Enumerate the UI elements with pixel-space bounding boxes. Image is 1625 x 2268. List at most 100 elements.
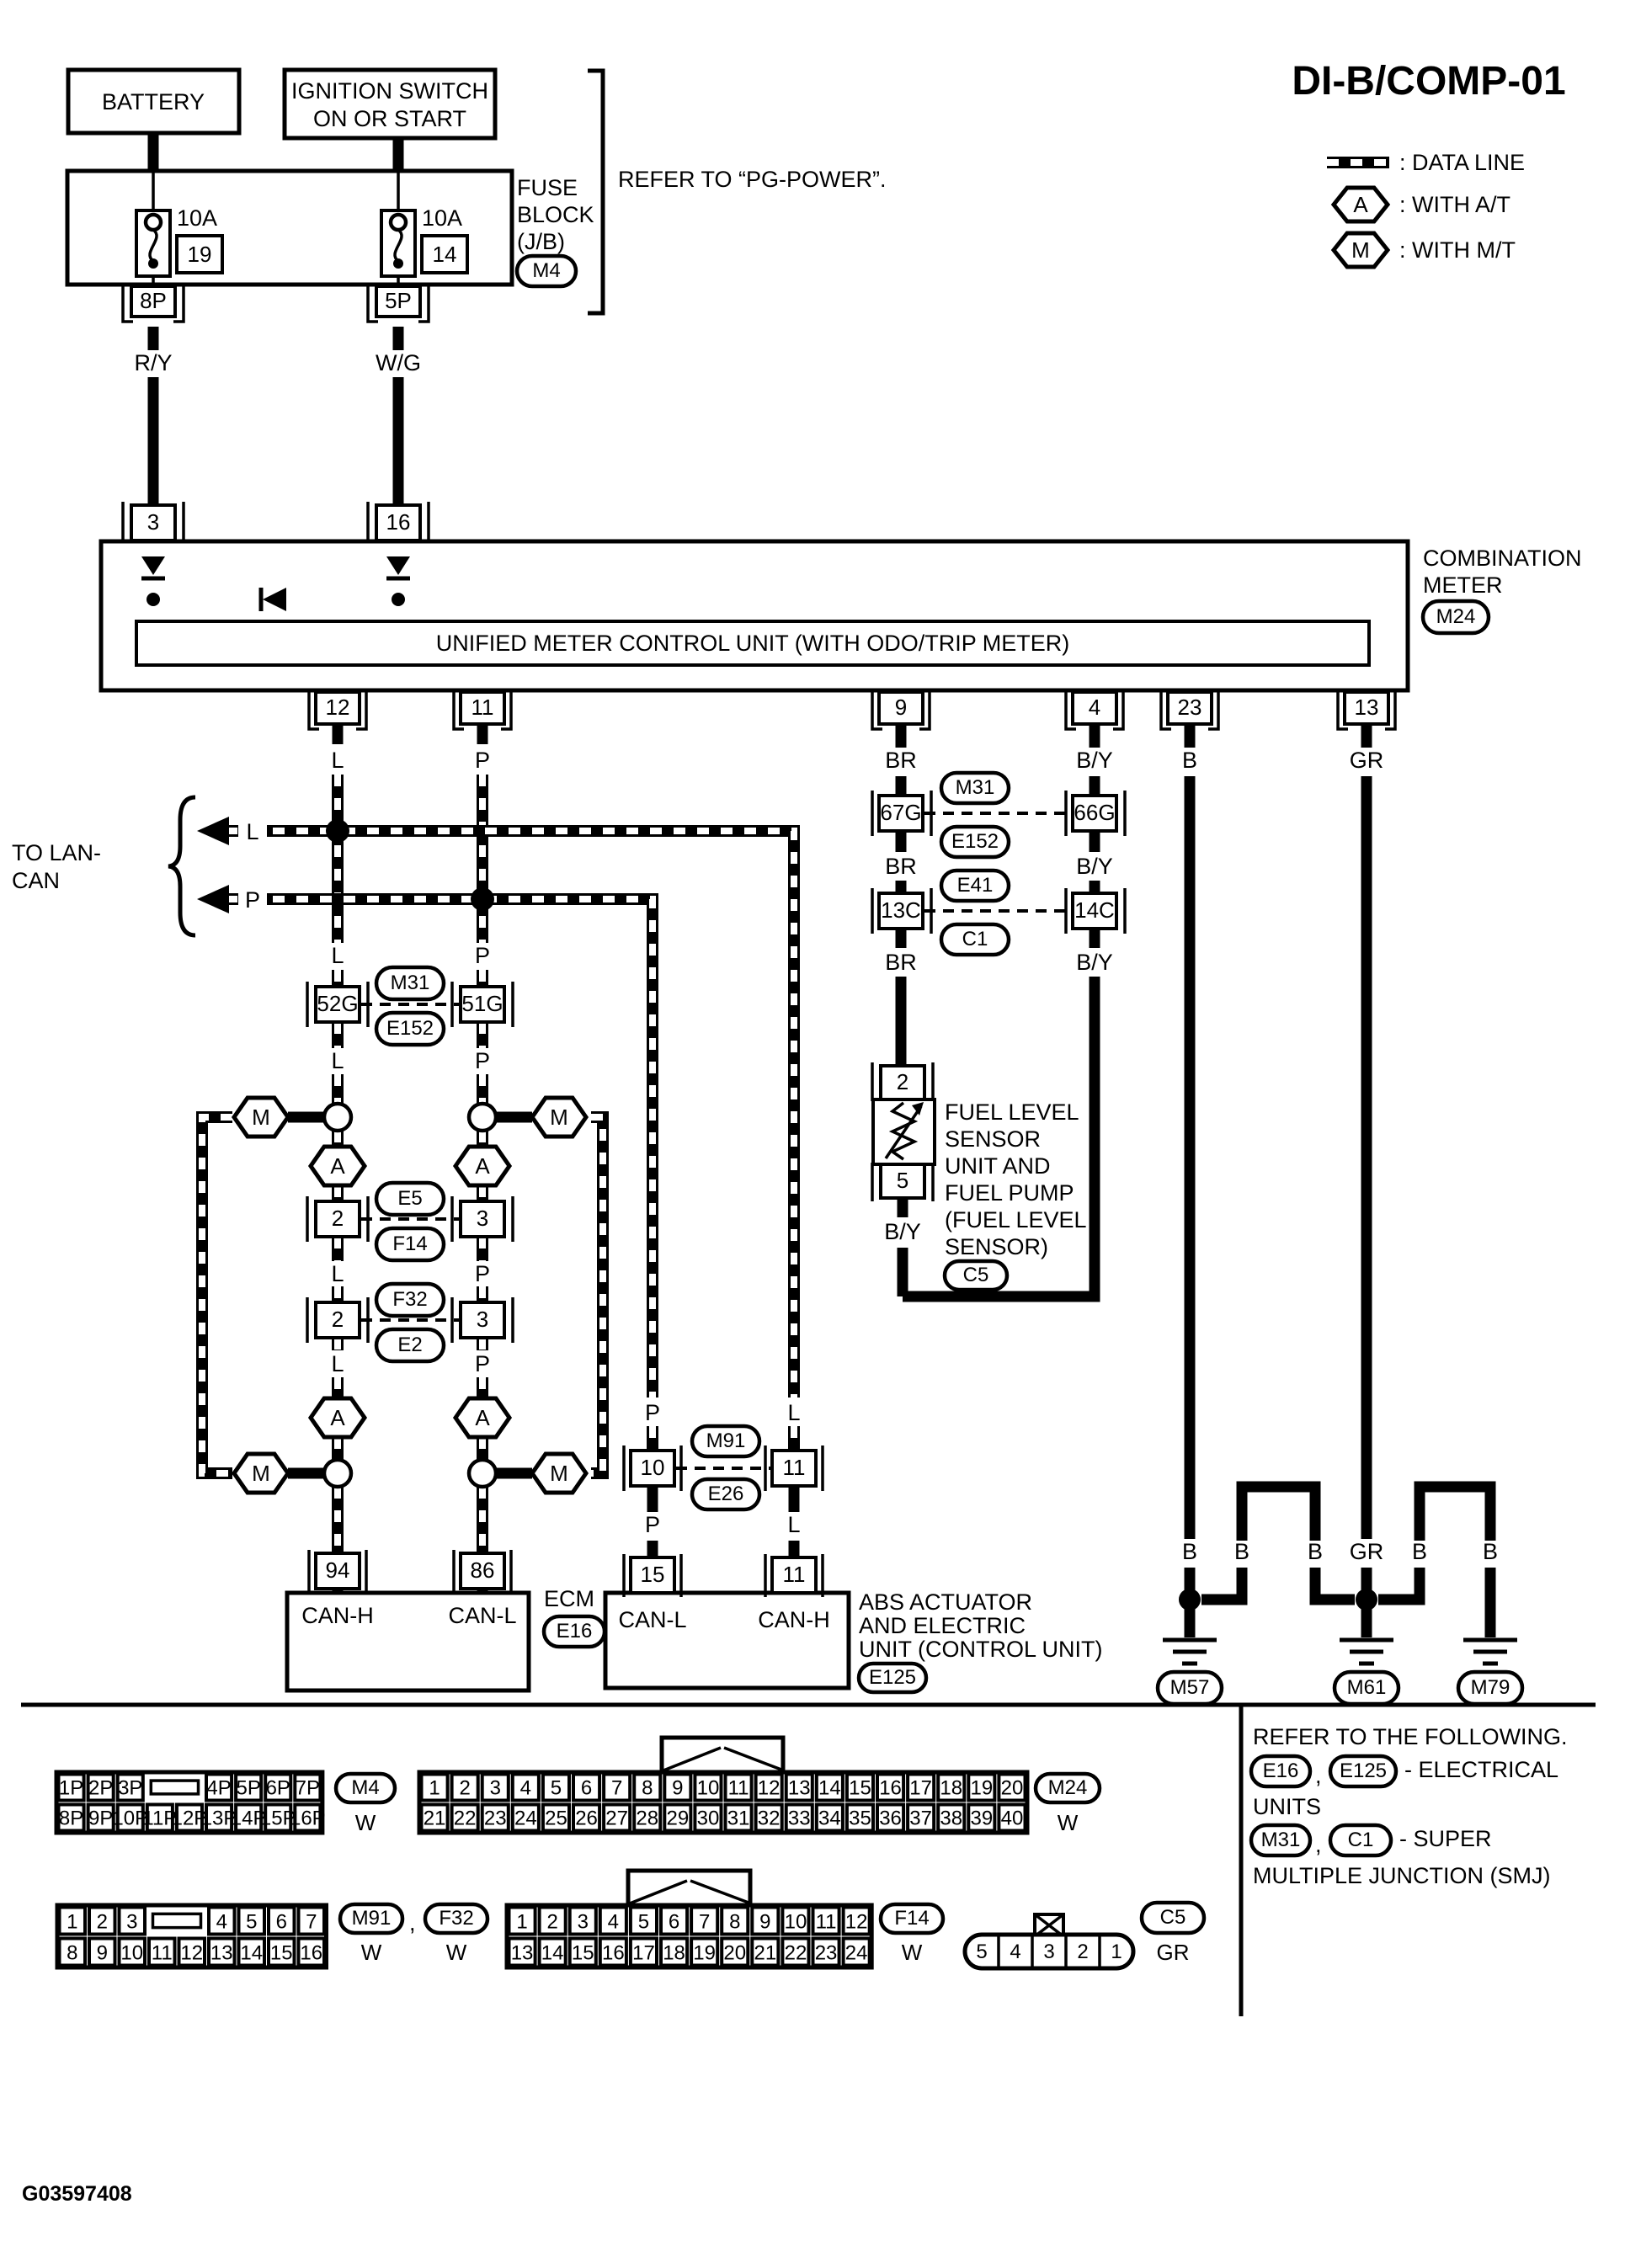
pin-number: 17	[909, 1777, 932, 1800]
legend-data-line: : DATA LINE	[1399, 150, 1525, 175]
fuse-2	[380, 171, 417, 286]
junction-dot	[326, 819, 349, 843]
pin-cell	[267, 1905, 296, 1936]
svg-text:E16: E16	[1263, 1760, 1299, 1782]
svg-text:M: M	[1351, 237, 1370, 263]
pin-number: 12	[180, 1941, 203, 1964]
pin-number: 13	[788, 1777, 811, 1800]
connector-11-lower: 11	[764, 1554, 824, 1597]
connector-13c: 13C	[871, 888, 933, 934]
pin-number: 32	[758, 1807, 781, 1830]
pin-number: 35	[849, 1807, 871, 1830]
svg-text:11: 11	[783, 1562, 806, 1587]
abs-box	[603, 1590, 851, 1690]
ref-m31-footer-oval	[1249, 1823, 1313, 1858]
footer-units: UNITS	[1253, 1794, 1321, 1819]
ref-e26-oval	[690, 1477, 762, 1512]
fuse2-num: 14	[433, 242, 457, 267]
junction-dot	[1356, 1589, 1377, 1610]
meter-name-2: METER	[1423, 572, 1503, 598]
svg-text:4: 4	[1089, 695, 1100, 720]
wire-label: GR	[1350, 748, 1384, 773]
ignition-label-1: IGNITION SWITCH	[291, 78, 488, 104]
pin-number: 15P	[260, 1807, 296, 1830]
ref-m24: M24	[1436, 605, 1476, 628]
connector-pair1-left: 2	[306, 1196, 370, 1242]
unified-meter-label: UNIFIED METER CONTROL UNIT (WITH ODO/TRI…	[436, 631, 1070, 656]
ref-c1-oval	[939, 922, 1011, 957]
pin-number: 5	[551, 1777, 562, 1800]
ref-m24-table-oval	[1033, 1771, 1102, 1805]
pin-number: 28	[636, 1807, 658, 1830]
pin-number: 5	[246, 1910, 257, 1933]
ignition-label-2: ON OR START	[313, 106, 466, 131]
pin-number: 6	[276, 1910, 287, 1933]
wire-label: L	[787, 1512, 800, 1537]
ecm-can-h: CAN-H	[301, 1603, 374, 1628]
ref-f32-oval	[374, 1281, 446, 1318]
svg-text:C5: C5	[963, 1264, 989, 1286]
hexagon-a-icon	[307, 1144, 368, 1188]
lan-l-line	[226, 825, 800, 1451]
pin-number: 26	[575, 1807, 598, 1830]
fuse1-num-box	[175, 234, 224, 274]
svg-text:13: 13	[1355, 695, 1379, 720]
svg-text:C1: C1	[1348, 1829, 1374, 1851]
svg-text:E152: E152	[951, 830, 999, 853]
pin-number: 6P	[266, 1777, 290, 1800]
svg-text:2: 2	[332, 1206, 344, 1231]
svg-text:11: 11	[783, 1455, 806, 1480]
connector-11-upper: 11	[764, 1445, 824, 1491]
ref-e152-oval	[939, 824, 1011, 860]
svg-text:2: 2	[332, 1307, 344, 1332]
pin-number: 19	[970, 1777, 993, 1800]
pin-number: 9P	[88, 1807, 113, 1830]
pin-cell	[659, 1936, 690, 1967]
legend-with-at: : WITH A/T	[1399, 192, 1510, 217]
lan-label-2: CAN	[12, 868, 60, 893]
svg-text:F32: F32	[439, 1907, 473, 1930]
ecm-can-l: CAN-L	[448, 1603, 516, 1628]
unified-meter-box	[135, 620, 1371, 667]
wire-label: B	[1182, 748, 1197, 773]
ref-e41-oval	[939, 868, 1011, 903]
pin-cell	[541, 1772, 572, 1802]
svg-text:F32: F32	[392, 1288, 427, 1311]
ref-e16-footer-oval	[1249, 1754, 1313, 1789]
abs-name-1: ABS ACTUATOR	[859, 1589, 1032, 1615]
pin-number: 13	[210, 1941, 233, 1964]
data-lines	[196, 775, 800, 1553]
svg-text:F14: F14	[894, 1907, 929, 1930]
connector-color: W	[446, 1940, 467, 1965]
hexagon-m-icon	[231, 1451, 291, 1495]
pin-cell	[906, 1772, 936, 1802]
svg-text:4: 4	[1010, 1941, 1020, 1963]
footer-super: - SUPER	[1399, 1826, 1492, 1851]
svg-text:2: 2	[897, 1069, 908, 1094]
mt-bypass-left	[196, 1111, 232, 1479]
pin-number: 23	[484, 1807, 507, 1830]
abs-name-2: AND ELECTRIC	[859, 1613, 1026, 1638]
wire-label: P	[475, 1048, 490, 1073]
pin-number: 15	[572, 1941, 594, 1964]
fuel-sensor: 2 5	[871, 1062, 936, 1201]
connector-color: GR	[1157, 1940, 1190, 1965]
fuse-block-label-2: BLOCK	[517, 202, 594, 227]
svg-text:C1: C1	[962, 928, 988, 950]
lan-p-wire-label: P	[245, 887, 260, 913]
svg-text:A: A	[475, 1405, 490, 1430]
svg-text:M57: M57	[1170, 1676, 1210, 1699]
ref-e2-oval	[374, 1327, 446, 1364]
pin-number: 7	[306, 1910, 317, 1933]
pin-number: 20	[723, 1941, 746, 1964]
svg-text:E26: E26	[708, 1483, 744, 1505]
ref-c5-oval	[942, 1259, 1010, 1292]
svg-text:M: M	[252, 1105, 270, 1130]
pin-cell	[207, 1905, 237, 1936]
pin-number: 36	[879, 1807, 902, 1830]
lan-can: TO LAN- CAN	[12, 795, 196, 938]
wire-label: B	[1234, 1539, 1249, 1564]
ref-f32-table-oval	[423, 1902, 490, 1935]
svg-text:3: 3	[1043, 1941, 1054, 1963]
fuel-name-4: FUEL PUMP	[945, 1180, 1074, 1206]
